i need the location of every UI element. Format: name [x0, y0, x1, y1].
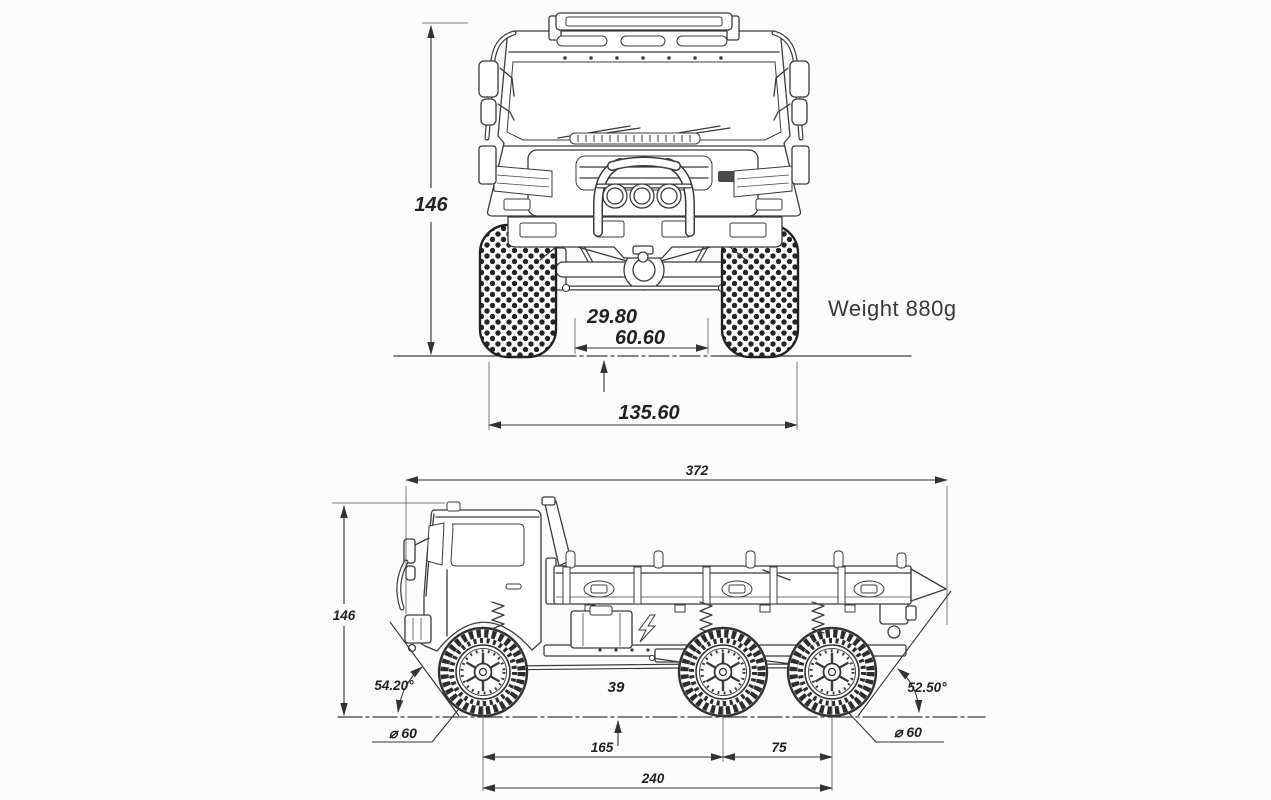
windshield [506, 61, 782, 141]
approach-angle-dim: 54.20° [374, 678, 414, 693]
front-height-dim: 146 [414, 194, 448, 216]
brand-logo [718, 171, 738, 182]
rear-tire-dia-dim: ⌀ 60 [894, 724, 922, 740]
dia-leader-left [372, 709, 459, 743]
hood-vent [569, 132, 701, 145]
chassis-clearance-dim: 39 [608, 679, 625, 696]
roof-marker-lamp [620, 35, 666, 47]
bolt-emblem [638, 614, 657, 643]
departure-angle-dim: 52.50° [907, 680, 947, 695]
roof-marker-lamp [676, 35, 728, 47]
side-height-dim: 146 [333, 608, 356, 623]
visor-rivets [563, 56, 723, 60]
flatbed [545, 550, 947, 613]
side-view-drawing [337, 496, 986, 717]
door-window [450, 523, 525, 567]
front-inner-width-dim: 60.60 [615, 327, 665, 349]
front-view-drawing [393, 12, 912, 359]
departure-line [857, 590, 952, 717]
front-view-dimensions: 146 29.80 60.60 135.60 [414, 22, 799, 430]
side-length-dim: 372 [686, 463, 709, 478]
wheelbase-dim: 240 [641, 771, 665, 786]
side-front-bumper [404, 614, 432, 644]
roof-beacon [446, 501, 461, 512]
front-bumper [507, 216, 783, 259]
roof-marker-lamp [556, 35, 608, 47]
approach-line [389, 621, 460, 717]
headlight-right [733, 165, 793, 198]
weight-note: Weight 880g [828, 296, 957, 321]
front-axle-clearance-dim: 29.80 [586, 306, 637, 328]
battery-box [570, 610, 633, 649]
axle1-axle2-dim: 165 [591, 740, 614, 755]
side-mirror [403, 537, 430, 581]
coil-springs [491, 601, 825, 634]
headlight-left [493, 165, 553, 198]
dia-leader-right [845, 709, 944, 743]
tow-hook [637, 251, 649, 263]
mirror-left [478, 60, 515, 126]
side-view-dimensions: 372 146 54.20° 52.50° ⌀ 60 ⌀ 60 39 165 7… [332, 463, 952, 792]
front-tire-dia-dim: ⌀ 60 [389, 725, 417, 741]
axle2-axle3-dim: 75 [771, 740, 787, 755]
mirror-right [773, 60, 810, 126]
door-handle [505, 583, 522, 590]
front-overall-width-dim: 135.60 [618, 402, 679, 424]
